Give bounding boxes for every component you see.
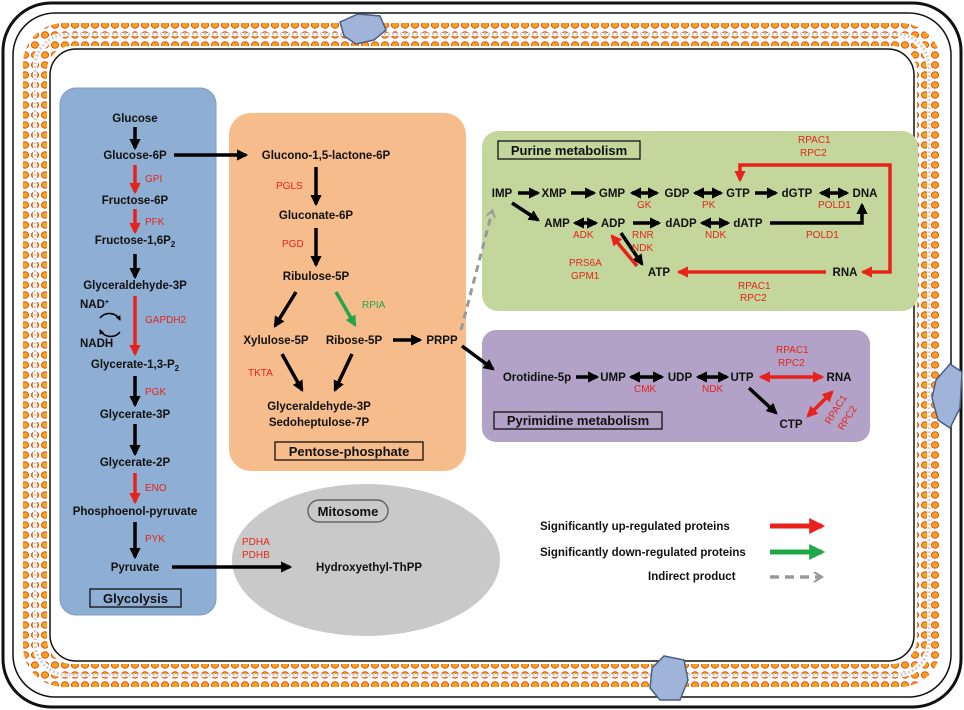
node-dadp: dADP [665, 218, 697, 230]
arrow-prpp-to-orotidine [460, 344, 495, 371]
node-glucose-6p: Glucose-6P [103, 150, 167, 162]
legend-indirect-label: Indirect product [648, 571, 736, 583]
enzyme-ndk-purine-a: NDK [632, 243, 653, 254]
node-ribose-5p: Ribose-5P [326, 335, 383, 347]
node-ribulose-5p: Ribulose-5P [283, 271, 350, 283]
glycolysis-panel [59, 87, 217, 616]
mitosome-title: Mitosome [307, 499, 389, 523]
membrane-protein-right [931, 363, 963, 430]
node-adp: ADP [601, 218, 626, 230]
enzyme-rpac1-utp: RPAC1 [776, 345, 809, 356]
node-gluconate-6p: Gluconate-6P [279, 210, 353, 222]
purine-arrows [511, 163, 892, 278]
purine-title: Purine metabolism [497, 140, 641, 160]
node-phosphoenol-pyruvate: Phosphoenol-pyruvate [73, 506, 198, 518]
glycolysis-title: Glycolysis [89, 588, 182, 608]
nadh-label: NADH [80, 338, 113, 350]
enzyme-rpc2-utp: RPC2 [778, 358, 805, 369]
node-dna: DNA [853, 188, 878, 200]
mitosome-panel [232, 484, 500, 636]
node-glyceraldehyde-3p: Glyceraldehyde-3P [83, 280, 187, 292]
enzyme-pgd: PGD [282, 239, 304, 250]
node-glucose: Glucose [112, 113, 157, 125]
enzyme-pk: PK [702, 200, 716, 211]
enzyme-ndk-purine-b: NDK [705, 230, 726, 241]
enzyme-eno: ENO [145, 483, 167, 494]
node-xylulose-5p: Xylulose-5P [243, 335, 309, 347]
nad-plus-label: NAD+ [80, 299, 109, 311]
svg-text:Pyrimidine metabolism: Pyrimidine metabolism [507, 413, 649, 428]
pyrimidine-title: Pyrimidine metabolism [493, 411, 663, 430]
node-atp: ATP [648, 267, 670, 279]
enzyme-tkta: TKTA [248, 368, 273, 379]
enzyme-pgls: PGLS [276, 181, 303, 192]
enzyme-pfk: PFK [145, 217, 165, 228]
node-udp: UDP [668, 372, 693, 384]
node-glycerate-3p: Glycerate-3P [100, 409, 171, 421]
node-xmp: XMP [542, 188, 567, 200]
enzyme-pold1-top: POLD1 [818, 200, 851, 211]
enzyme-rpia: RPIA [362, 300, 386, 311]
enzyme-rpc2-top: RPC2 [800, 148, 827, 159]
enzyme-cmk: CMK [634, 384, 657, 395]
enzyme-pold1-bottom: POLD1 [806, 230, 839, 241]
node-glycerate-2p: Glycerate-2P [100, 457, 171, 469]
node-gdp: GDP [665, 188, 690, 200]
membrane-protein-bottom [649, 655, 689, 701]
node-rna-purine: RNA [833, 267, 858, 279]
membrane-protein-top [339, 13, 387, 45]
node-hydroxyethyl-thpp: Hydroxyethyl-ThPP [316, 562, 422, 574]
node-utp: UTP [731, 372, 754, 384]
node-prpp: PRPP [426, 335, 458, 347]
enzyme-pdhb: PDHB [242, 550, 270, 561]
node-ump: UMP [600, 372, 626, 384]
node-fructose-16p2: Fructose-1,6P2 [95, 235, 176, 249]
pyrimidine-arrows [576, 371, 834, 418]
node-orotidine-5p: Orotidine-5p [503, 372, 571, 384]
node-fructose-6p: Fructose-6P [102, 195, 169, 207]
pentose-arrows [273, 167, 423, 393]
enzyme-gpm1: GPM1 [571, 271, 600, 282]
enzyme-pyk: PYK [145, 534, 165, 545]
nad-cycle-icon [99, 312, 121, 338]
node-pyruvate: Pyruvate [111, 562, 160, 574]
node-glyceraldehyde-3p-pp: Glyceraldehyde-3P [267, 401, 371, 413]
legend-up-label: Significantly up-regulated proteins [540, 521, 730, 533]
enzyme-prs6a: PRS6A [569, 258, 602, 269]
node-sedoheptulose-7p: Sedoheptulose-7P [269, 417, 370, 429]
svg-text:Purine metabolism: Purine metabolism [511, 143, 627, 158]
enzyme-rpac1-bottom: RPAC1 [738, 281, 771, 292]
node-imp: IMP [492, 188, 513, 200]
pentose-title: Pentose-phosphate [274, 441, 424, 461]
enzyme-pgk: PGK [145, 387, 166, 398]
node-amp: AMP [544, 218, 570, 230]
enzyme-rpc2-bottom: RPC2 [740, 293, 767, 304]
enzyme-gk: GK [637, 200, 652, 211]
enzyme-rpac1-top: RPAC1 [798, 135, 831, 146]
enzyme-ndk-pyrimidine: NDK [702, 384, 723, 395]
enzyme-adk: ADK [573, 230, 594, 241]
node-glucono-lactone-6p: Glucono-1,5-lactone-6P [262, 150, 391, 162]
pentose-panel [229, 113, 466, 471]
node-gtp: GTP [726, 188, 750, 200]
enzyme-gapdh2: GAPDH2 [145, 315, 187, 326]
node-datp: dATP [733, 218, 763, 230]
arrow-prpp-to-imp-indirect [459, 212, 492, 331]
node-ctp: CTP [780, 419, 803, 431]
enzyme-rnr: RNR [632, 230, 654, 241]
node-glycerate-13p2: Glycerate-1,3-P2 [91, 359, 180, 373]
svg-text:Mitosome: Mitosome [318, 504, 379, 519]
legend-down-label: Significantly down-regulated proteins [540, 547, 746, 559]
svg-text:Glycolysis: Glycolysis [103, 591, 168, 606]
node-gmp: GMP [599, 188, 626, 200]
legend: Significantly up-regulated proteins Sign… [540, 517, 826, 583]
node-dgtp: dGTP [782, 188, 813, 200]
enzyme-gpi: GPI [145, 174, 162, 185]
node-rna-pyrimidine: RNA [827, 372, 852, 384]
enzyme-pdha: PDHA [242, 537, 270, 548]
svg-text:Pentose-phosphate: Pentose-phosphate [289, 444, 410, 459]
